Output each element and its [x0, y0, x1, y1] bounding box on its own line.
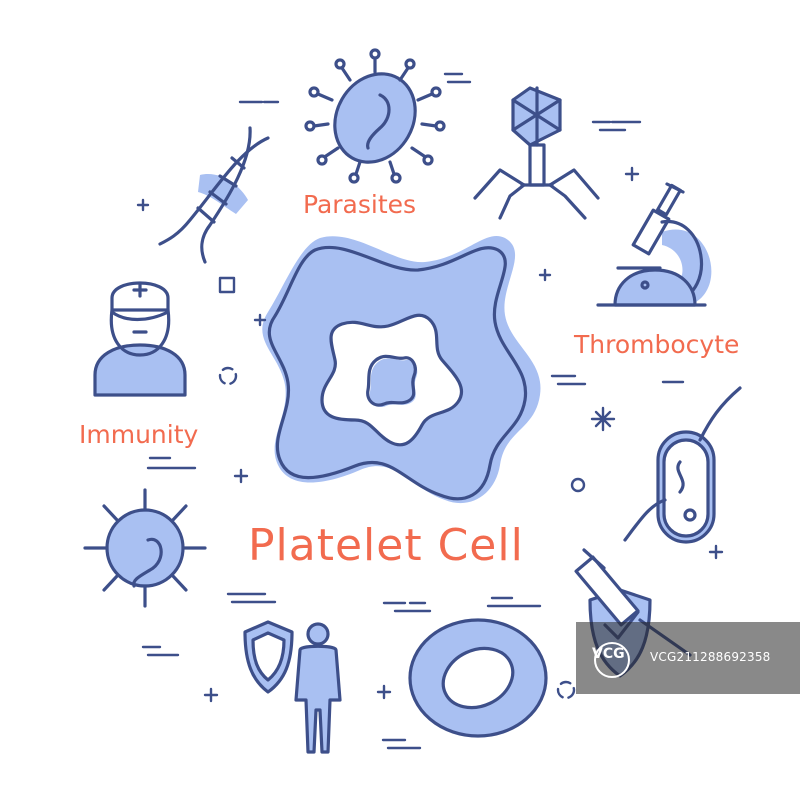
decorative-marks	[136, 72, 724, 750]
watermark-logo-text: VCG	[592, 646, 625, 662]
virus-parasite-icon	[304, 48, 446, 184]
germ-icon	[83, 488, 207, 608]
watermark-logo-icon	[594, 642, 630, 678]
watermark-image-id: VCG211288692358	[650, 650, 771, 664]
watermark-band	[576, 622, 800, 694]
dna-icon	[158, 126, 270, 264]
shield-person-icon	[243, 620, 342, 754]
bacteriophage-icon	[473, 86, 600, 220]
bacterium-icon	[623, 386, 742, 544]
red-blood-cell-icon	[408, 618, 548, 738]
label-thrombocyte: Thrombocyte	[574, 330, 740, 359]
label-immunity: Immunity	[79, 420, 199, 449]
page-title: Platelet Cell	[248, 520, 524, 571]
nurse-icon	[93, 281, 187, 397]
microscope-icon	[596, 182, 712, 307]
label-parasites: Parasites	[303, 190, 417, 219]
amoeba-icon	[262, 235, 541, 504]
